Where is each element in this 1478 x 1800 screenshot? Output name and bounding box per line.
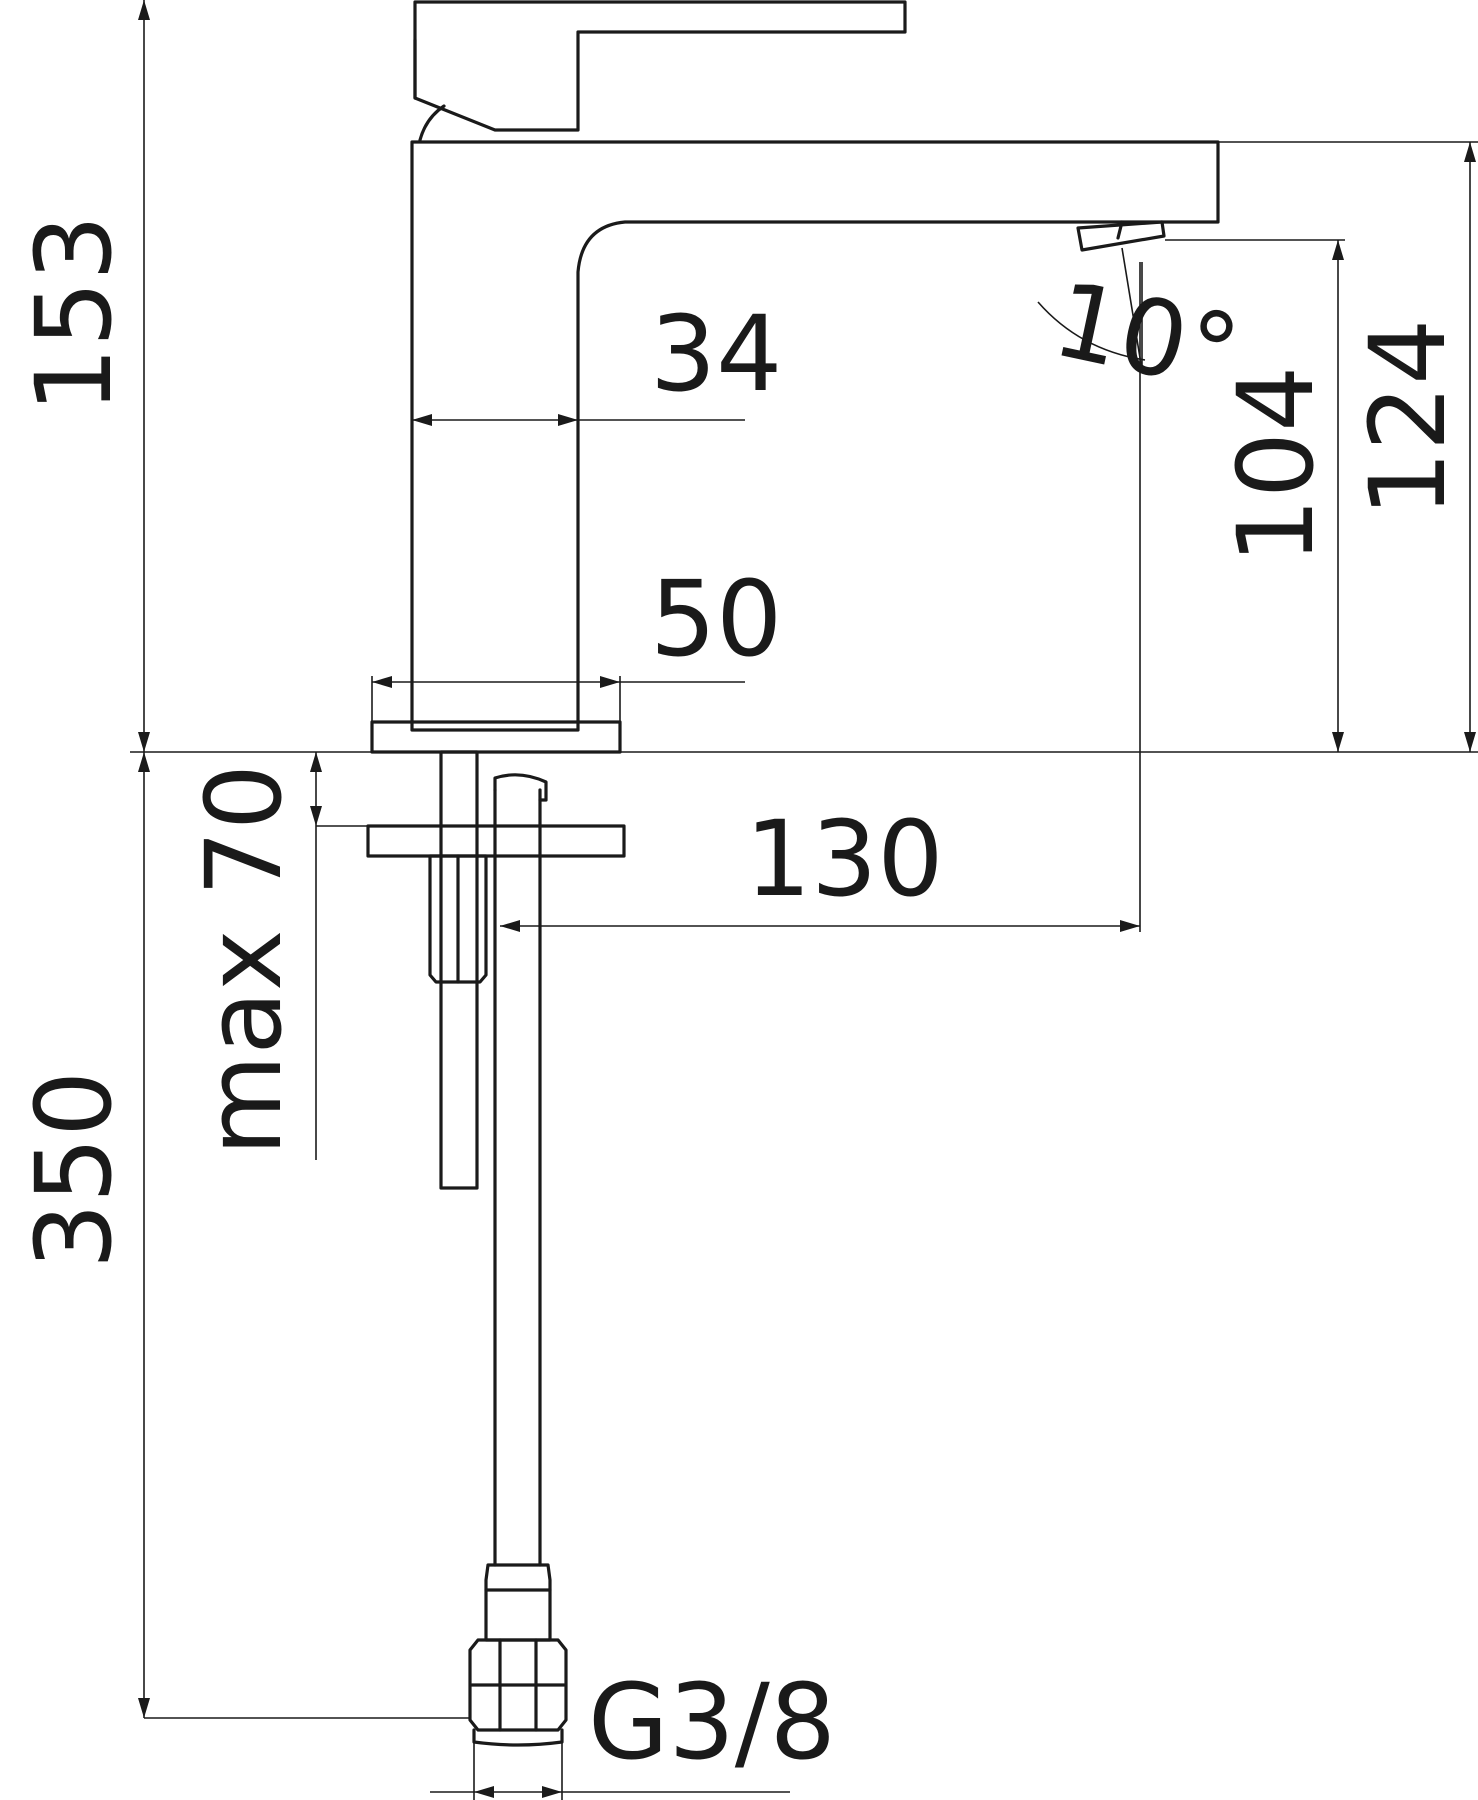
hose-nut-thread [472,1728,564,1747]
hose-top [493,773,548,802]
aerator-ring [1116,220,1124,240]
spout-body [410,140,1220,732]
aerator [1076,220,1166,252]
hose-nut-line [470,1638,566,1732]
label-153: 153 [13,215,135,414]
fixing-nut [428,854,488,984]
label-130: 130 [745,798,944,920]
lever-pivot [418,104,446,142]
label-350: 350 [13,1071,135,1270]
dimension-lines [130,0,1478,1800]
label-34: 34 [650,293,782,415]
lever-handle [413,0,907,132]
label-104: 104 [1215,366,1337,565]
hose-nut [468,1638,568,1732]
faucet-outline [366,0,1220,1747]
label-g3-8: G3/8 [588,1661,836,1783]
label-124: 124 [1347,319,1469,518]
hose [493,788,542,1567]
hose-ferrule [484,1563,552,1642]
base-plate [370,720,622,754]
label-50: 50 [650,558,782,680]
label-max-70: max 70 [183,764,305,1156]
dimension-labels: 153 34 50 10° 104 124 130 max 70 350 G3/… [13,215,1469,1783]
